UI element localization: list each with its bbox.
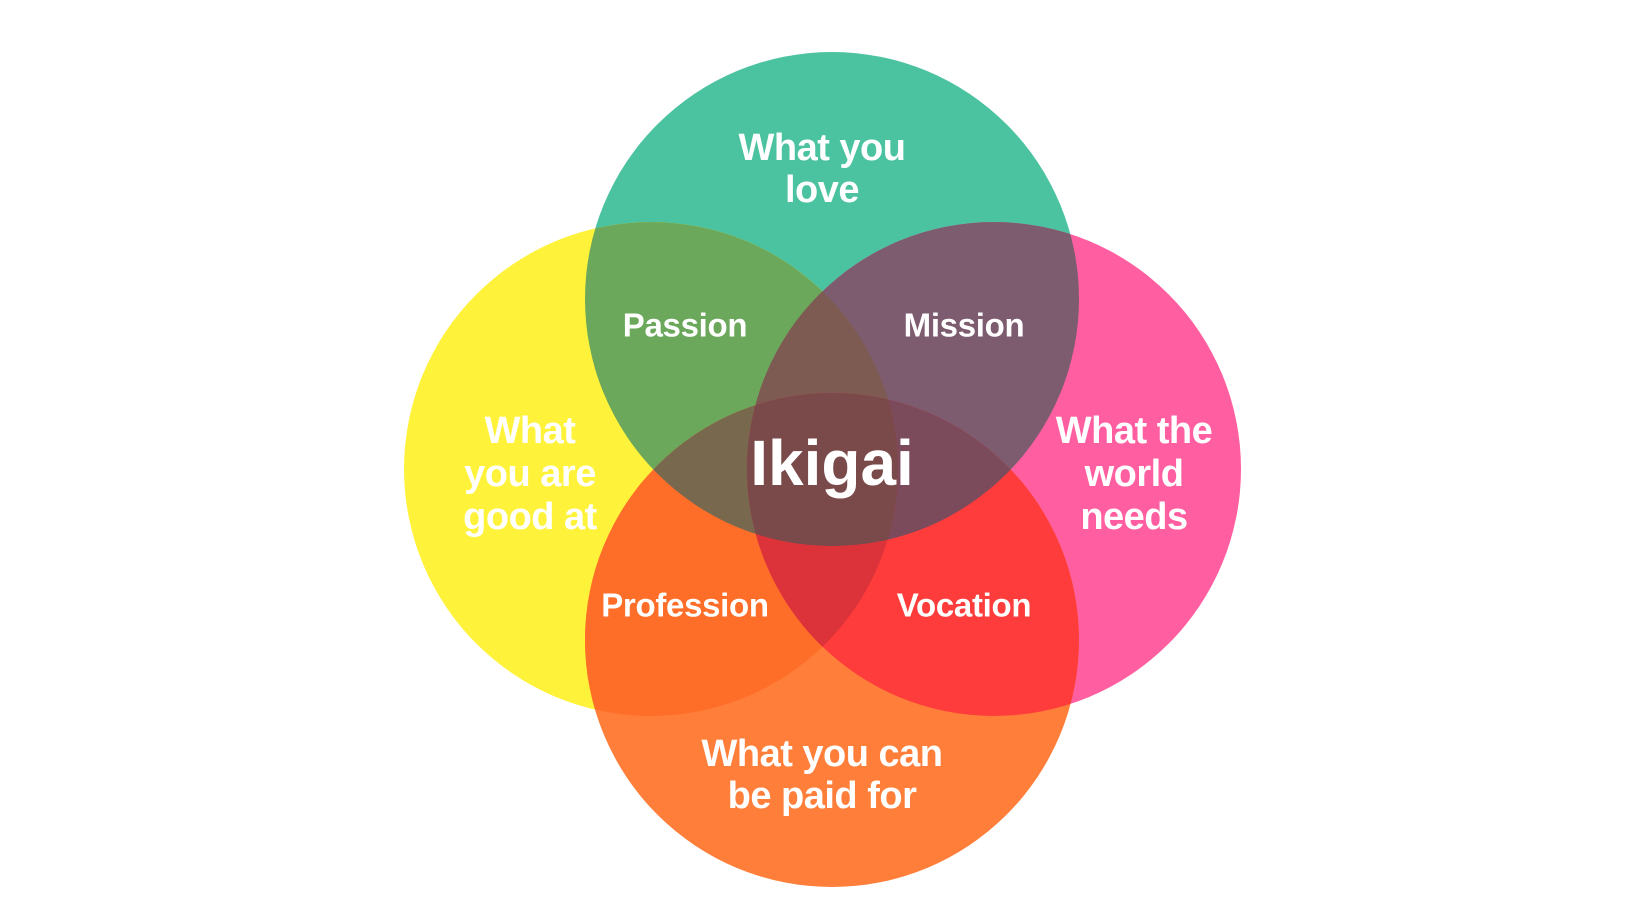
label-good-at-line3: good at — [463, 496, 598, 538]
label-ikigai: Ikigai — [750, 427, 914, 499]
label-good-at-line1: What — [485, 410, 577, 452]
label-love-line2: love — [785, 169, 859, 211]
label-passion: Passion — [623, 307, 747, 344]
label-profession: Profession — [601, 587, 769, 624]
label-mission: Mission — [904, 307, 1025, 344]
label-world-needs-line1: What the — [1056, 410, 1212, 452]
label-paid-for-line1: What you can — [701, 733, 942, 775]
label-paid-for-line2: be paid for — [728, 775, 917, 817]
label-world-needs-line3: needs — [1080, 496, 1187, 538]
label-good-at-line2: you are — [464, 453, 596, 495]
label-love-line1: What you — [739, 127, 906, 169]
label-vocation: Vocation — [897, 587, 1032, 624]
label-world-needs-line2: world — [1084, 453, 1184, 495]
